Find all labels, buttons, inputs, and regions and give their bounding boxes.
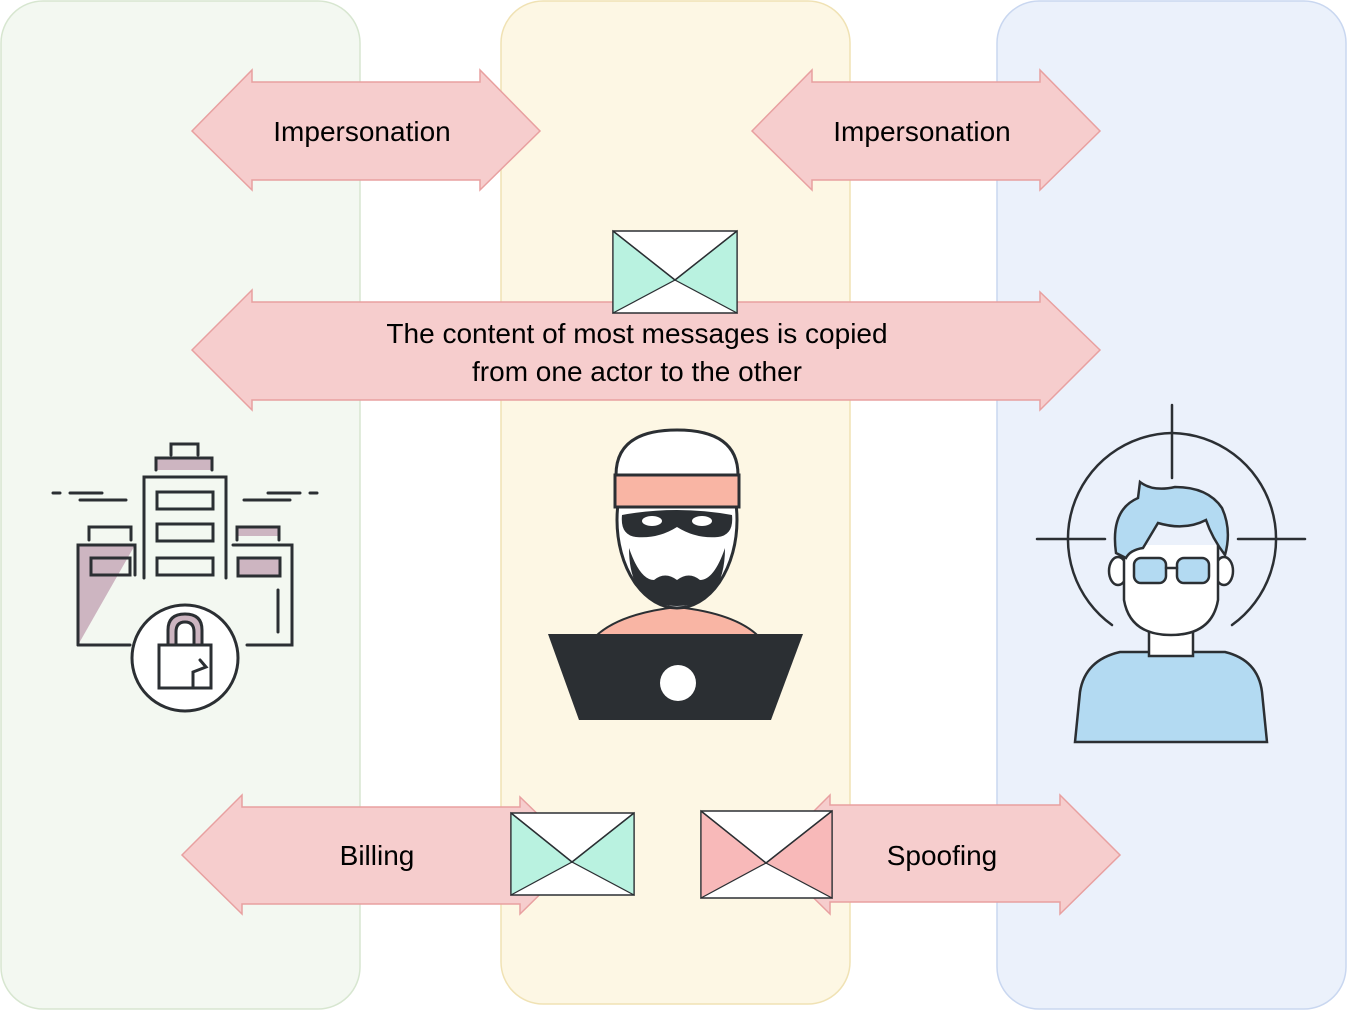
lane-left xyxy=(0,0,361,1010)
locked-building-icon xyxy=(51,442,319,713)
spoofing-label: Spoofing xyxy=(887,840,998,871)
envelope-icon xyxy=(612,229,738,314)
hacker-with-laptop-icon xyxy=(548,428,803,720)
impersonation-label-left: Impersonation xyxy=(273,116,450,147)
billing-envelope-icon xyxy=(510,811,635,897)
copy-messages-arrow: The content of most messages is copied f… xyxy=(190,288,1102,412)
copy-messages-label-line1: The content of most messages is copied xyxy=(386,318,887,349)
targeted-user-icon xyxy=(1035,403,1307,744)
spoofed-envelope-icon xyxy=(700,809,833,900)
spoofing-arrow: Spoofing xyxy=(768,793,1122,916)
impersonation-label-right: Impersonation xyxy=(833,116,1010,147)
impersonation-arrow-right: Impersonation xyxy=(750,68,1102,192)
impersonation-arrow-left: Impersonation xyxy=(190,68,542,192)
copy-messages-label-line2: from one actor to the other xyxy=(472,356,802,387)
billing-label: Billing xyxy=(340,840,415,871)
